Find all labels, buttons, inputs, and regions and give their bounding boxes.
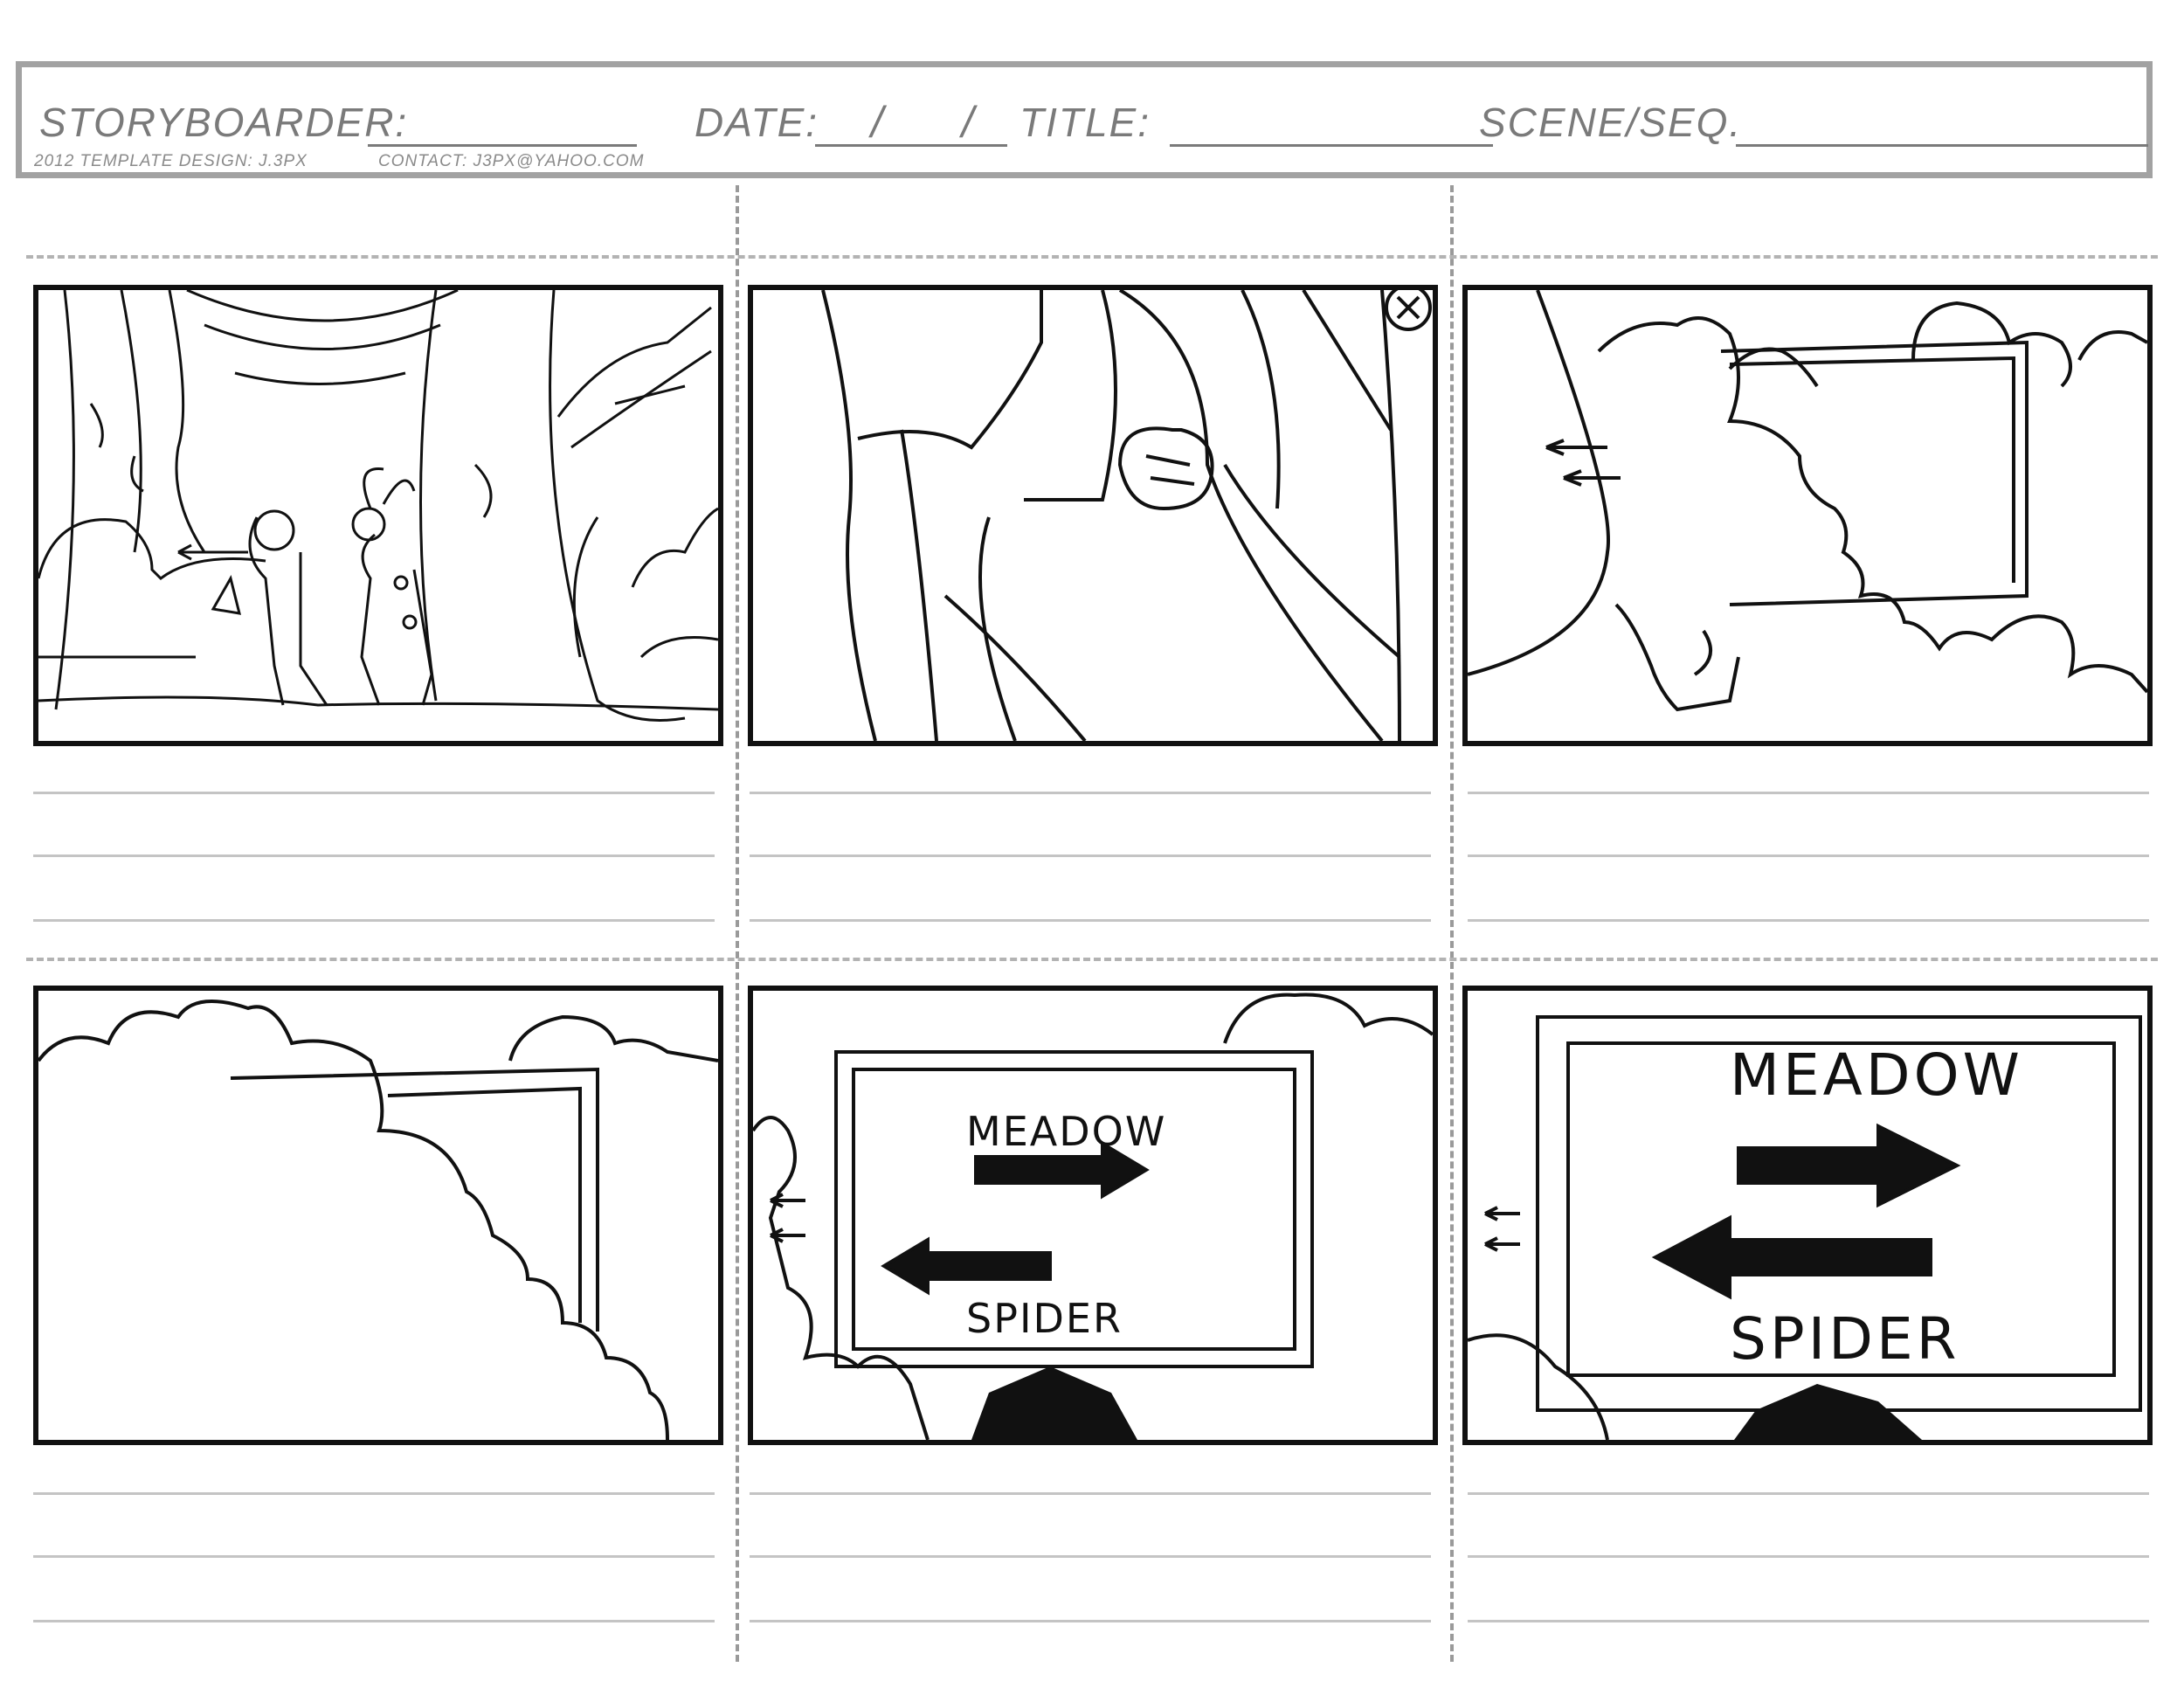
title-field[interactable]: [1170, 144, 1493, 147]
note-line[interactable]: [1468, 792, 2149, 794]
bush-push-drawing: [1468, 290, 2147, 712]
title-label: TITLE:: [1019, 100, 1151, 145]
note-line[interactable]: [33, 1555, 715, 1558]
sign-meadow-text: MEADOW: [1730, 1041, 2023, 1109]
note-line[interactable]: [750, 919, 1431, 922]
date-field[interactable]: [815, 144, 1007, 147]
sign-spider-text: SPIDER: [966, 1295, 1123, 1342]
note-line[interactable]: [33, 1620, 715, 1622]
note-line[interactable]: [33, 1492, 715, 1495]
walking-closeup-drawing: [821, 290, 1432, 741]
note-line[interactable]: [1468, 854, 2149, 857]
sign-closeup-drawing: [1468, 1015, 2142, 1440]
bushes-cover-sign-drawing: [38, 1000, 718, 1440]
panel-4: [33, 986, 723, 1445]
note-line[interactable]: [33, 919, 715, 922]
note-line[interactable]: [750, 1492, 1431, 1495]
forest-scene-drawing: [38, 290, 718, 722]
panel-3: [1462, 285, 2153, 746]
note-line[interactable]: [750, 1620, 1431, 1622]
scene-seq-label: SCENE/SEQ.: [1479, 100, 1743, 145]
scene-seq-field[interactable]: [1736, 144, 2148, 147]
panel-6: MEADOW SPIDER: [1462, 986, 2153, 1445]
note-line[interactable]: [750, 854, 1431, 857]
note-line[interactable]: [750, 792, 1431, 794]
row-divider: [26, 958, 2158, 961]
panel-2: [748, 285, 1438, 746]
sign-spider-text: SPIDER: [1730, 1305, 1960, 1373]
note-line[interactable]: [33, 792, 715, 794]
storyboarder-label: STORYBOARDER:: [39, 100, 409, 145]
header-box: STORYBOARDER: DATE: / / TITLE: SCENE/SEQ…: [16, 61, 2153, 178]
column-divider: [1450, 185, 1454, 1662]
note-line[interactable]: [1468, 1492, 2149, 1495]
row-divider: [26, 255, 2158, 259]
template-credit: 2012 TEMPLATE DESIGN: J.3PX: [34, 152, 308, 170]
note-line[interactable]: [1468, 919, 2149, 922]
date-slashes: / /: [871, 98, 1007, 147]
date-label: DATE:: [695, 100, 819, 145]
note-line[interactable]: [33, 854, 715, 857]
note-line[interactable]: [1468, 1620, 2149, 1622]
note-line[interactable]: [750, 1555, 1431, 1558]
contact-info: CONTACT: J3PX@YAHOO.COM: [378, 152, 645, 170]
storyboarder-field[interactable]: [368, 144, 637, 147]
panel-1: [33, 285, 723, 746]
panel-5: MEADOW SPIDER: [748, 986, 1438, 1445]
note-line[interactable]: [1468, 1555, 2149, 1558]
column-divider: [736, 185, 739, 1662]
sign-meadow-text: MEADOW: [966, 1108, 1167, 1155]
sign-reveal-drawing: [753, 993, 1433, 1440]
